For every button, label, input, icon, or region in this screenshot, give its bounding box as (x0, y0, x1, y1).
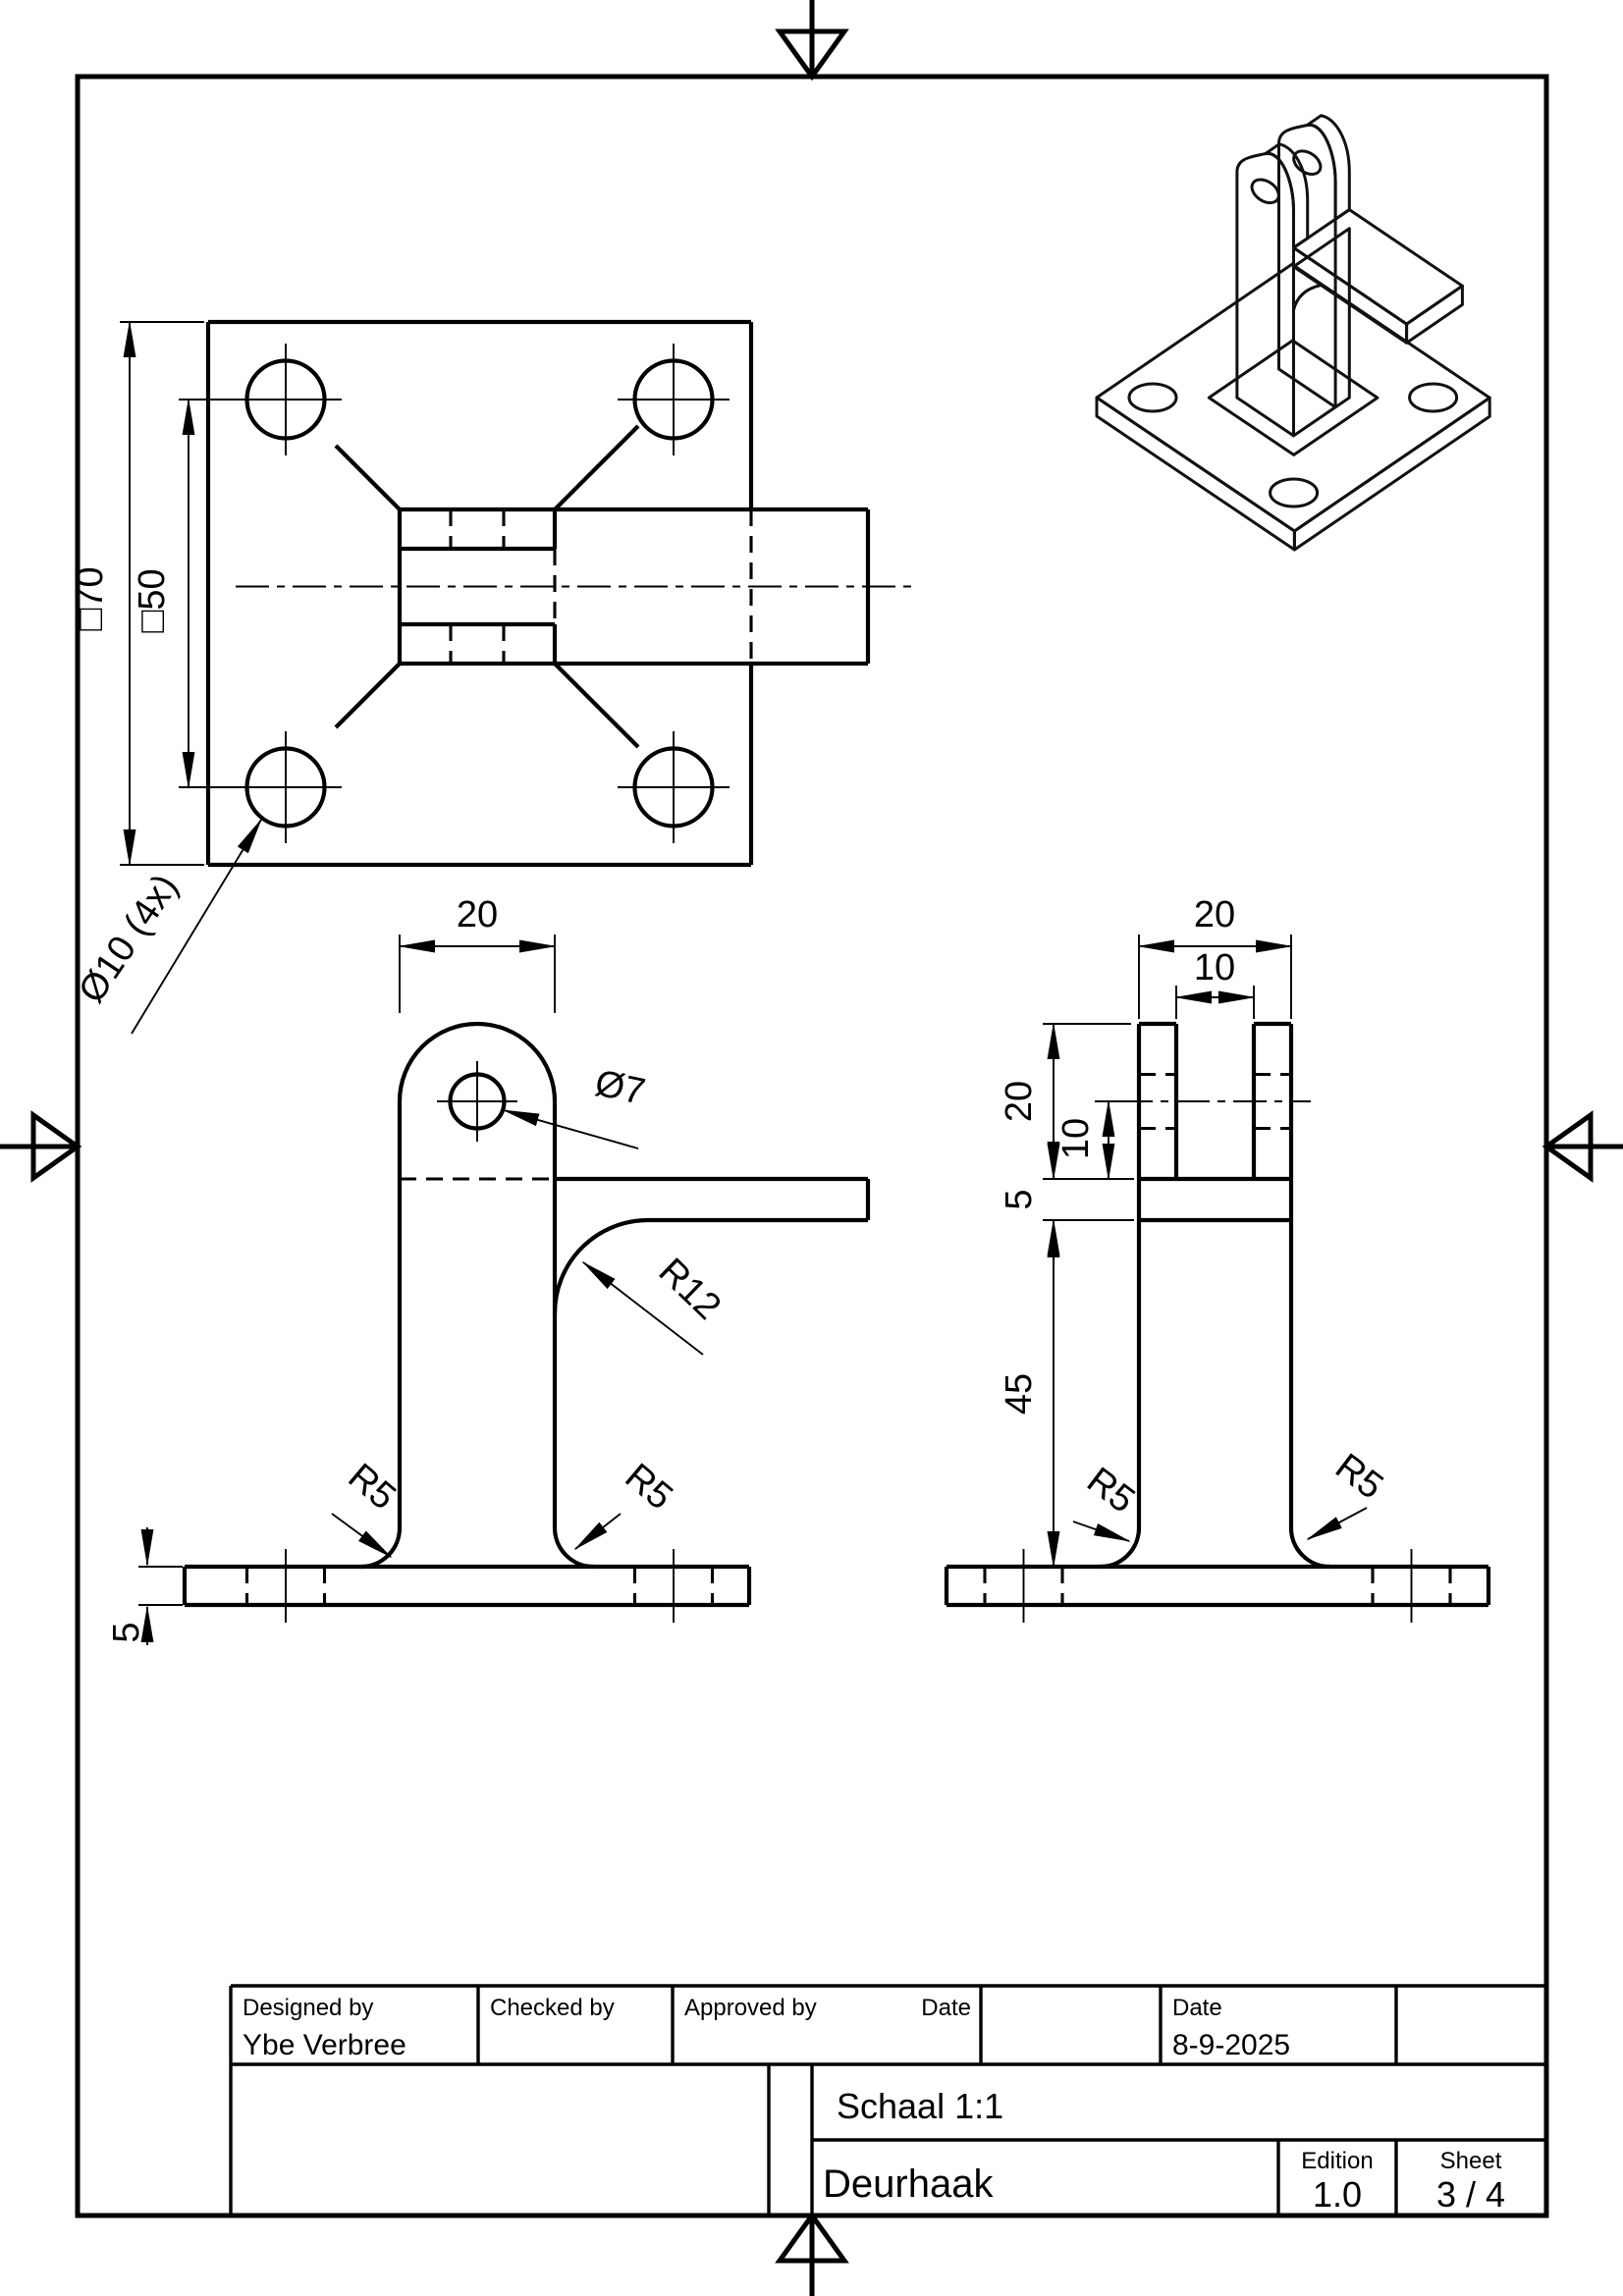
dim-hole-dia-label: Ø7 (591, 1062, 648, 1113)
iso-hole-bottom (1269, 477, 1320, 508)
dim-post-width-label: 20 (457, 894, 498, 935)
dim-hole-offset-label: 10 (1055, 1118, 1097, 1159)
isometric-view (1095, 114, 1491, 552)
checked-by-label: Checked by (490, 1995, 615, 2021)
front-view: 20 Ø7 R12 R5 R5 5 (106, 894, 871, 1645)
dim-holes-label: Ø10 (4x) (71, 867, 186, 1010)
centering-mark-right-icon (1542, 1110, 1623, 1183)
dim-hole-pitch-label: □50 (132, 568, 173, 632)
side-view-dimensions: 20 10 20 10 5 45 R5 R5 (999, 894, 1390, 1569)
iso-hole-right (1408, 382, 1459, 413)
top-view-post-section (334, 424, 640, 749)
top-view-holes (230, 344, 730, 843)
dim-outer-square-label: □70 (70, 566, 111, 630)
designed-by-value: Ybe Verbree (243, 2029, 406, 2061)
dim-r12-label: R12 (651, 1251, 729, 1328)
approved-date-label: Date (921, 1995, 971, 2021)
front-view-dimensions: 20 Ø7 R12 R5 R5 5 (106, 894, 729, 1645)
sheet-label: Sheet (1440, 2148, 1502, 2174)
date-value: 8-9-2025 (1172, 2029, 1290, 2061)
dim-base-thickness-label: 5 (106, 1622, 147, 1642)
edition-value: 1.0 (1313, 2174, 1362, 2215)
dim-fork-height-label: 20 (999, 1081, 1040, 1122)
part-title: Deurhaak (823, 2163, 994, 2206)
side-view: 20 10 20 10 5 45 R5 R5 (944, 894, 1491, 1623)
top-view: □70 □50 Ø10 (4x) (70, 319, 918, 1035)
dim-r5-left-label: R5 (1079, 1460, 1142, 1522)
dim-post-height-label: 45 (999, 1373, 1040, 1415)
scale-text: Schaal 1:1 (837, 2086, 1003, 2126)
dim-tab-thickness-label: 5 (999, 1189, 1040, 1209)
dim-r5-right-label: R5 (618, 1456, 680, 1518)
designed-by-label: Designed by (243, 1995, 373, 2021)
title-block: Designed by Ybe Verbree Checked by Appro… (229, 1984, 1546, 2216)
date-label: Date (1172, 1995, 1222, 2021)
iso-hole-left (1127, 382, 1178, 413)
approved-by-label: Approved by (684, 1995, 817, 2021)
centering-mark-bottom-icon (775, 2211, 849, 2296)
dim-r5-right-label: R5 (1327, 1446, 1390, 1508)
edition-label: Edition (1301, 2148, 1373, 2174)
centering-mark-top-icon (775, 0, 849, 81)
centering-mark-left-icon (0, 1110, 82, 1183)
dim-r5-left-label: R5 (341, 1456, 404, 1518)
dim-slot-width-label: 10 (1194, 947, 1235, 988)
sheet-value: 3 / 4 (1436, 2174, 1505, 2215)
dim-fork-outer-label: 20 (1194, 894, 1235, 935)
top-view-dimensions: □70 □50 Ø10 (4x) (70, 320, 262, 1035)
